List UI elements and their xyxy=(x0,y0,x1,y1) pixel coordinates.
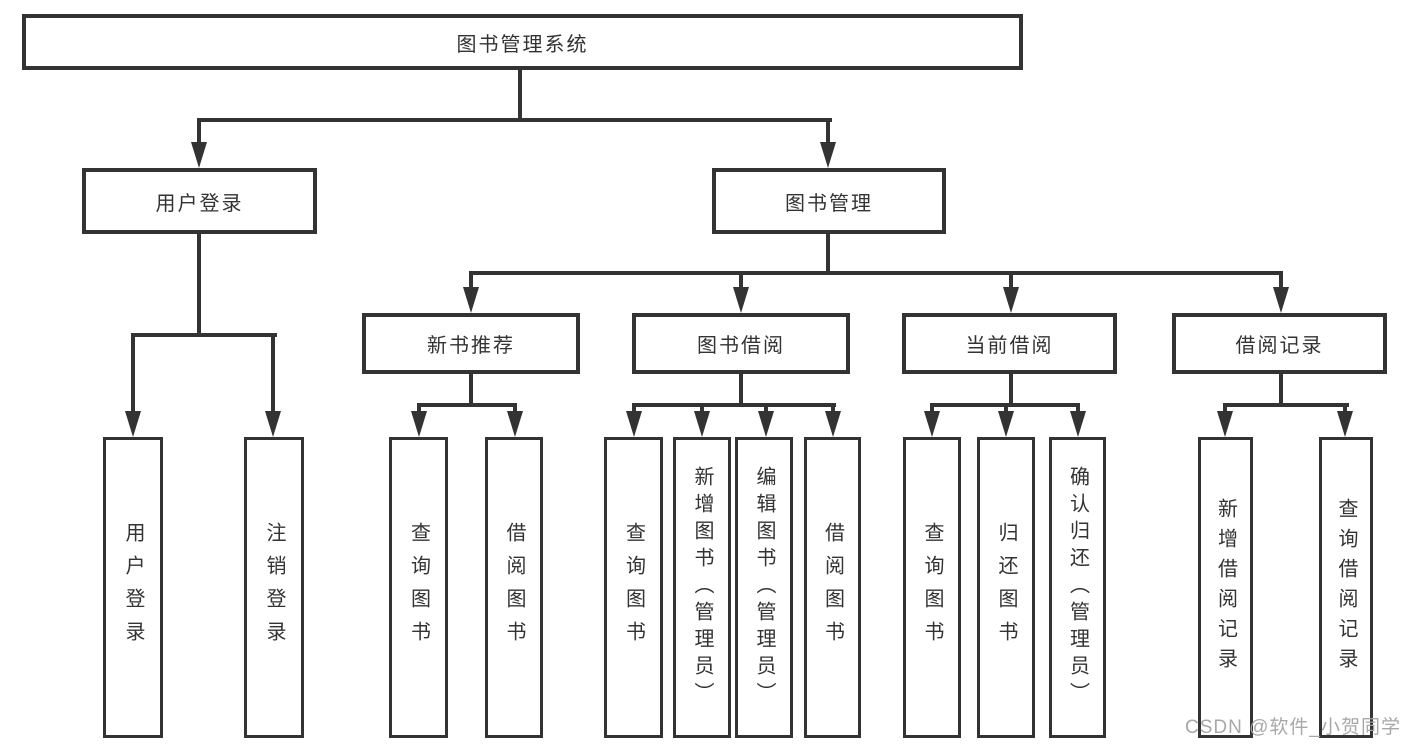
arrow-down-icon xyxy=(1003,287,1019,313)
leaf-label: 编辑图书（管理员） xyxy=(753,466,775,709)
watermark-text: CSDN @软件_小贺同学 xyxy=(1185,717,1401,738)
leaf-label: 查询图书 xyxy=(622,521,645,654)
arrow-down-icon xyxy=(825,411,841,437)
edge-recommend-rail xyxy=(417,403,517,407)
edge-drop xyxy=(417,403,421,413)
leaf-label: 查询借阅记录 xyxy=(1335,497,1357,678)
arrow-down-icon xyxy=(125,411,141,437)
arrow-down-icon xyxy=(924,411,940,437)
leaf-borrow-books-recommend: 借阅图书 xyxy=(485,437,543,738)
arrow-down-icon xyxy=(1070,411,1086,437)
edge-borrowing-stem xyxy=(739,374,743,407)
leaf-query-borrow-record: 查询借阅记录 xyxy=(1319,437,1373,738)
edge-drop xyxy=(700,403,704,413)
node-borrowing-records: 借阅记录 xyxy=(1172,313,1387,374)
edge-drop-user-login xyxy=(197,118,201,144)
leaf-query-books-recommend: 查询图书 xyxy=(389,437,448,738)
edge-drop xyxy=(1343,403,1347,413)
arrow-down-icon xyxy=(463,287,479,313)
edge-drop-borrow-records xyxy=(1279,271,1283,289)
edge-drop xyxy=(1004,403,1008,413)
edge-drop-book-management xyxy=(826,118,830,144)
arrow-down-icon xyxy=(507,411,523,437)
arrow-down-icon xyxy=(1273,287,1289,313)
node-current-borrowing: 当前借阅 xyxy=(902,313,1117,374)
arrow-down-icon xyxy=(1217,411,1233,437)
edge-drop xyxy=(513,403,517,413)
node-label: 当前借阅 xyxy=(965,335,1054,357)
node-label: 图书管理系统 xyxy=(456,33,589,56)
node-label: 借阅记录 xyxy=(1235,335,1324,357)
leaf-add-borrow-record: 新增借阅记录 xyxy=(1198,437,1253,738)
arrow-down-icon xyxy=(998,411,1014,437)
node-library-management-system: 图书管理系统 xyxy=(22,14,1023,70)
arrow-down-icon xyxy=(758,411,774,437)
edge-drop-current-borrow xyxy=(1009,271,1013,289)
edge-drop xyxy=(1076,403,1080,413)
edge-current-stem xyxy=(1009,374,1013,407)
edge-root-rail xyxy=(197,118,832,122)
edge-book-management-stem xyxy=(826,233,830,275)
leaf-label: 注销登录 xyxy=(263,521,285,654)
leaf-edit-books-admin: 编辑图书（管理员） xyxy=(735,437,793,738)
edge-drop-new-book xyxy=(469,271,473,289)
node-new-book-recommendation: 新书推荐 xyxy=(362,313,580,374)
edge-borrowing-rail xyxy=(632,403,836,407)
edge-user-login-rail xyxy=(131,333,277,337)
arrow-down-icon xyxy=(694,411,710,437)
edge-drop-leaf-logout xyxy=(271,333,275,413)
arrow-down-icon xyxy=(820,142,836,168)
leaf-query-books-borrow: 查询图书 xyxy=(604,437,663,738)
edge-records-stem xyxy=(1279,374,1283,407)
node-label: 图书借阅 xyxy=(697,335,785,357)
leaf-return-books: 归还图书 xyxy=(977,437,1035,738)
leaf-confirm-return-admin: 确认归还（管理员） xyxy=(1049,437,1106,738)
arrow-down-icon xyxy=(265,411,281,437)
leaf-add-books-admin: 新增图书（管理员） xyxy=(673,437,731,738)
edge-drop xyxy=(930,403,934,413)
leaf-borrow-books: 借阅图书 xyxy=(804,437,861,738)
leaf-query-books-current: 查询图书 xyxy=(903,437,961,738)
leaf-logout: 注销登录 xyxy=(244,437,304,738)
edge-drop-book-borrow xyxy=(739,271,743,289)
leaf-label: 查询图书 xyxy=(407,521,430,654)
edge-records-rail xyxy=(1223,403,1349,407)
leaf-label: 用户登录 xyxy=(122,521,144,654)
arrow-down-icon xyxy=(191,142,207,168)
edge-drop xyxy=(632,403,636,413)
edge-recommend-stem xyxy=(469,374,473,407)
arrow-down-icon xyxy=(626,411,642,437)
leaf-label: 归还图书 xyxy=(995,521,1017,654)
node-label: 图书管理 xyxy=(785,192,873,215)
edge-root-stem xyxy=(518,68,522,118)
node-book-borrowing: 图书借阅 xyxy=(632,313,850,374)
edge-drop-leaf-user-login xyxy=(131,333,135,413)
edge-drop xyxy=(1223,403,1227,413)
node-label: 新书推荐 xyxy=(427,335,515,357)
leaf-label: 查询图书 xyxy=(921,521,943,654)
node-book-management: 图书管理 xyxy=(712,168,946,234)
leaf-label: 新增借阅记录 xyxy=(1214,497,1237,678)
node-label: 用户登录 xyxy=(155,192,244,215)
edge-user-login-stem xyxy=(197,233,201,337)
edge-book-management-rail xyxy=(469,271,1283,275)
arrow-down-icon xyxy=(411,411,427,437)
leaf-label: 新增图书（管理员） xyxy=(691,466,713,709)
edge-drop xyxy=(764,403,768,413)
leaf-user-login: 用户登录 xyxy=(103,437,163,738)
arrow-down-icon xyxy=(1337,411,1353,437)
arrow-down-icon xyxy=(733,287,749,313)
edge-drop xyxy=(831,403,835,413)
node-user-login: 用户登录 xyxy=(82,168,317,234)
leaf-label: 借阅图书 xyxy=(821,521,844,654)
leaf-label: 借阅图书 xyxy=(503,521,525,654)
leaf-label: 确认归还（管理员） xyxy=(1066,466,1089,709)
